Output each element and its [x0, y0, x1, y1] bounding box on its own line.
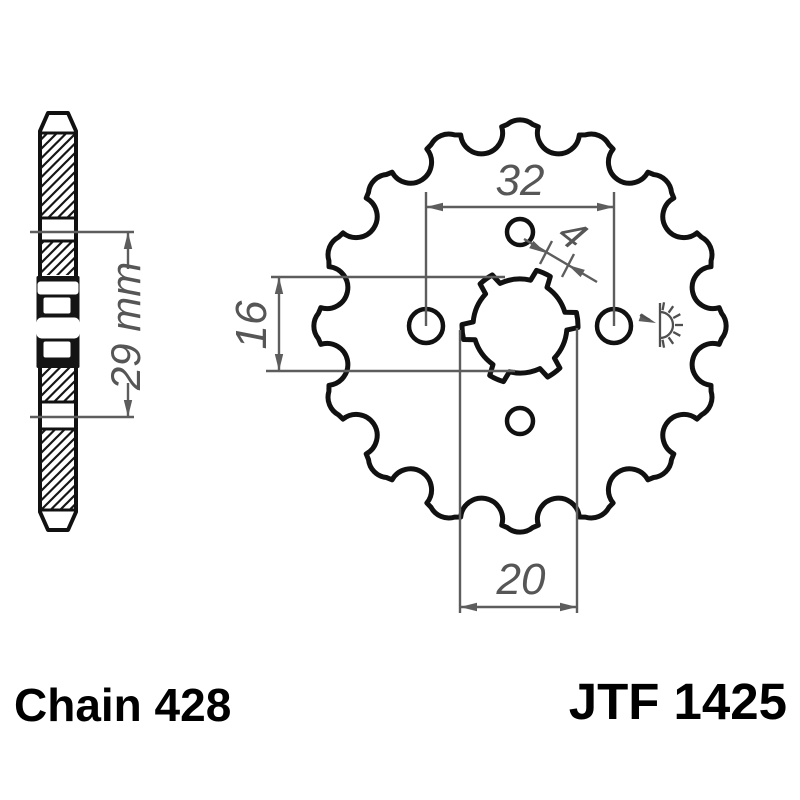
dim-bore-minor-label: 16: [227, 300, 276, 350]
splined-bore: [459, 267, 581, 385]
product-code-label: JTF 1425: [568, 673, 787, 730]
chain-links: [36, 276, 80, 368]
arrowhead: [529, 240, 546, 253]
dim-overall-width-label: 29 mm: [102, 261, 149, 391]
sun-ray: [672, 313, 681, 319]
sun-ray: [667, 336, 675, 345]
hatch-block: [41, 368, 74, 402]
shaft-section-lines: [39, 131, 76, 512]
dim-bore-major-label: 20: [496, 555, 546, 604]
arrowhead: [274, 354, 284, 371]
hole-top: [504, 216, 536, 248]
arrowhead: [426, 202, 443, 212]
arrowhead: [568, 265, 585, 278]
arrowhead: [123, 400, 133, 417]
arrowhead: [274, 277, 284, 294]
front-view: [311, 117, 729, 535]
arrowhead: [460, 602, 477, 612]
arrowhead: [597, 202, 614, 212]
hatch-block: [41, 241, 74, 275]
sun-ray: [672, 331, 681, 337]
sun-rays: [661, 302, 683, 348]
arrowhead: [560, 602, 577, 612]
sun-ray: [667, 305, 675, 314]
hatch-block: [41, 429, 74, 509]
sun-ray: [661, 339, 666, 348]
arrowhead: [123, 232, 133, 249]
dimension-arrowheads: [123, 202, 656, 612]
chain-size-label: Chain 428: [14, 679, 232, 731]
side-view: [36, 111, 80, 532]
sun-ray: [661, 302, 666, 311]
half-sun-icon: [639, 302, 683, 348]
hole-bottom: [504, 405, 536, 437]
hatch-block: [41, 133, 74, 218]
dim-hole-pitch-label: 32: [495, 156, 545, 205]
